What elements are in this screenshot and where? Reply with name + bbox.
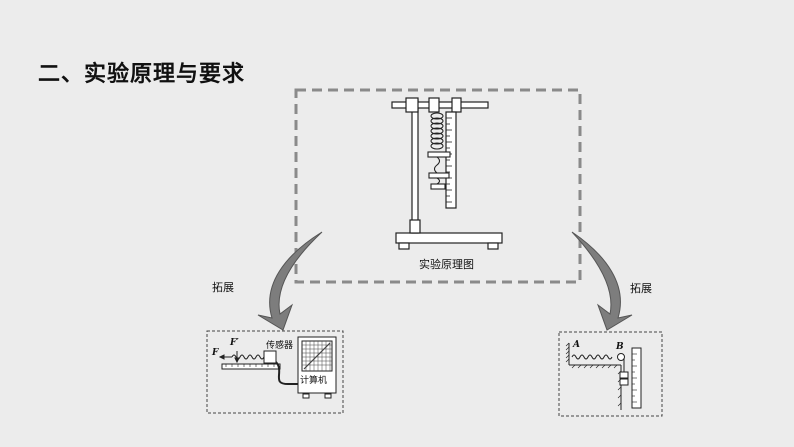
main-weights [427, 151, 451, 190]
right-apparatus [568, 343, 642, 410]
right-curved-arrow [571, 231, 633, 331]
left-screen-grid [302, 341, 332, 371]
point-a-label: A [573, 340, 580, 350]
force-f-prime-label: F′ [230, 338, 239, 348]
force-f-label: F [212, 348, 219, 358]
right-dashed-frame [558, 331, 663, 417]
left-dashed-frame [206, 330, 344, 414]
main-caption: 实验原理图 [419, 258, 474, 271]
main-apparatus [391, 97, 503, 250]
slide-title: 二、实验原理与要求 [38, 62, 246, 87]
right-arrow-label: 拓展 [630, 282, 652, 295]
right-ruler-ticks [632, 353, 637, 403]
left-ruler-ticks [225, 364, 275, 367]
point-b-label: B [616, 342, 624, 352]
sensor-label: 传感器 [266, 341, 294, 351]
left-curved-arrow [257, 231, 323, 331]
main-ruler-ticks [446, 117, 452, 203]
left-force-arrows [218, 351, 240, 364]
left-arrow-label: 拓展 [212, 281, 234, 294]
computer-label: 计算机 [300, 376, 328, 386]
main-dashed-frame [294, 88, 582, 284]
right-wall-hatch [565, 342, 622, 407]
main-spring [430, 112, 444, 150]
